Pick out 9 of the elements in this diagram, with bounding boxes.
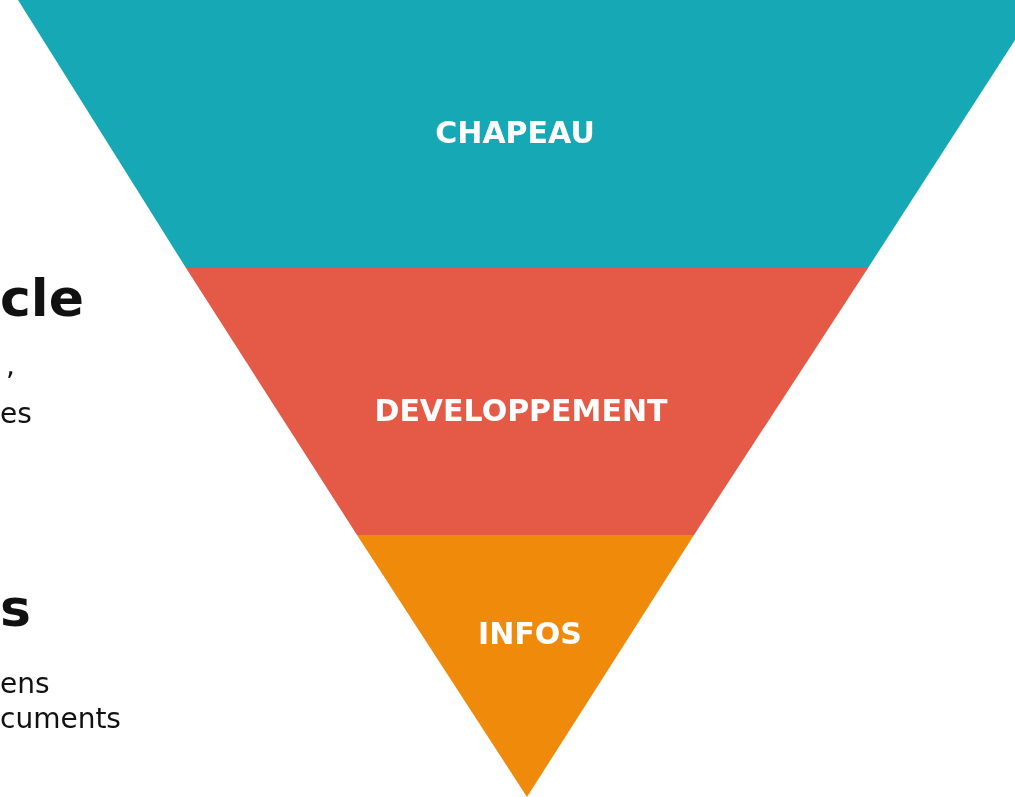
- band-label: INFOS: [478, 615, 582, 651]
- text-fragment: es: [0, 400, 32, 428]
- band-label: DEVELOPPEMENT: [374, 392, 668, 428]
- text-fragment: ,: [6, 352, 15, 380]
- text-fragment: cuments: [0, 705, 121, 733]
- text-fragment: ens: [0, 670, 50, 698]
- band-label: CHAPEAU: [435, 114, 595, 150]
- heading-fragment: cle: [0, 272, 84, 324]
- heading-fragment: s: [0, 582, 31, 634]
